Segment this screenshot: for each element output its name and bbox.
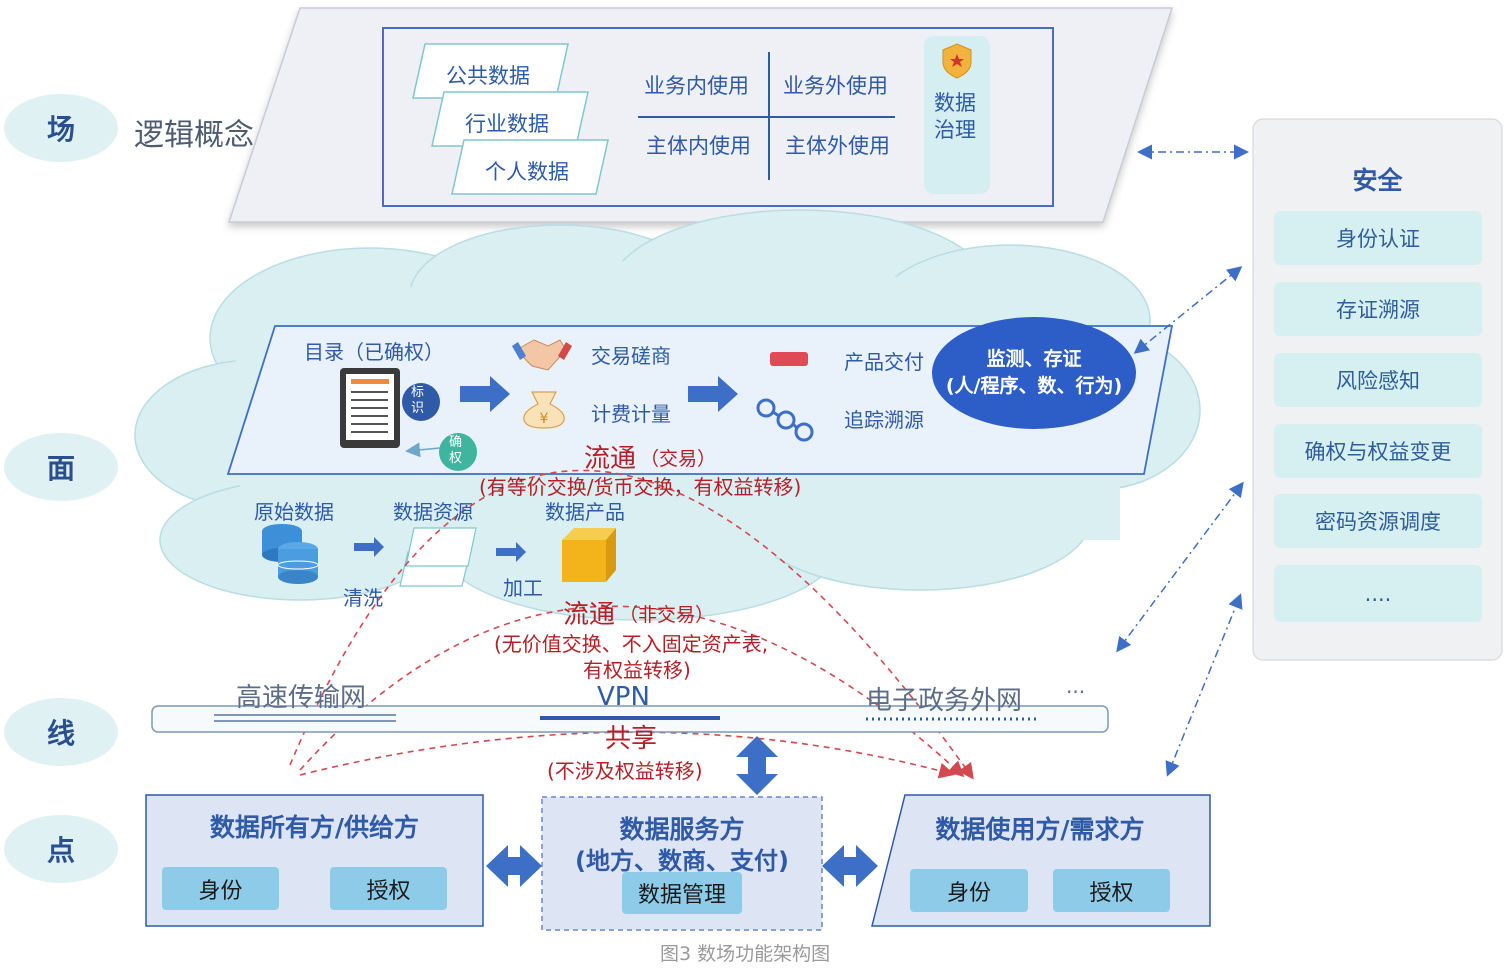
owner-auth-button[interactable]: 授权 <box>330 867 447 910</box>
raw-data-label: 原始数据 <box>254 500 334 524</box>
confirm-circle <box>439 433 477 471</box>
scene-inner-frame <box>382 27 1054 207</box>
data-resource-icon <box>399 527 477 587</box>
flow-nontrade-title: 流通 <box>563 600 616 630</box>
industry-data-label: 行业数据 <box>465 112 549 136</box>
owner-identity-button[interactable]: 身份 <box>162 867 279 910</box>
flow-nontrade-sub: （非交易） <box>619 604 715 626</box>
security-item-rights[interactable]: 确权与权益变更 <box>1274 424 1482 478</box>
security-item-risk[interactable]: 风险感知 <box>1274 353 1482 407</box>
layer-oval-chang: 场 <box>4 94 118 162</box>
delivery-label: 产品交付 <box>844 350 924 374</box>
service-title-line2: (地方、数商、支付) <box>575 847 789 875</box>
share-title: 共享 <box>605 724 658 754</box>
cleaning-label: 清洗 <box>343 586 383 610</box>
scene-panel <box>227 7 1174 223</box>
external-business-label: 业务外使用 <box>783 74 888 98</box>
flow-nontrade-desc1: (无价值交换、不入固定资产表, <box>494 632 769 656</box>
arrow-trade-to-delivery <box>688 376 738 412</box>
processing-label: 加工 <box>503 576 543 600</box>
security-item-crypto[interactable]: 密码资源调度 <box>1274 494 1482 548</box>
tag-circle <box>402 383 440 421</box>
svg-text:¥: ¥ <box>540 411 549 427</box>
internal-subject-label: 主体内使用 <box>646 134 751 158</box>
layer-label-dian: 点 <box>46 834 75 867</box>
service-data-mgmt-button[interactable]: 数据管理 <box>622 872 742 914</box>
tracing-chain-icon <box>756 398 814 442</box>
share-double-arrow <box>736 736 778 795</box>
arrow-catalog-to-trade <box>460 376 510 412</box>
owner-service-arrow <box>486 845 542 887</box>
internal-business-label: 业务内使用 <box>644 74 749 98</box>
user-identity-button[interactable]: 身份 <box>910 869 1028 912</box>
flow-trade-desc: (有等价交换/货币交换，有权益转移) <box>479 475 802 499</box>
layer-label-xian: 线 <box>46 717 75 750</box>
delivery-icon <box>770 352 808 366</box>
database-icon <box>262 524 319 584</box>
catalog-doc-icon <box>340 368 400 448</box>
owner-title: 数据所有方/供给方 <box>209 813 420 842</box>
governance-label: 数据 治理 <box>934 91 976 142</box>
layer-oval-xian: 线 <box>4 698 118 766</box>
service-user-arrow <box>822 845 878 887</box>
user-auth-button[interactable]: 授权 <box>1053 869 1170 912</box>
public-data-label: 公共数据 <box>446 64 530 88</box>
data-resource-label: 数据资源 <box>393 500 473 524</box>
user-title: 数据使用方/需求方 <box>935 815 1145 844</box>
security-item-evidence[interactable]: 存证溯源 <box>1274 282 1482 336</box>
flow-nontrade-desc2: 有权益转移) <box>583 658 691 682</box>
figure-caption: 图3 数场功能架构图 <box>660 943 831 965</box>
flow-trade-title: 流通 <box>584 444 637 474</box>
data-product-cube-icon <box>562 528 616 582</box>
handshake-icon <box>512 339 572 371</box>
flow-trade-sub: （交易） <box>640 448 717 470</box>
shield-icon <box>942 43 972 79</box>
monitor-line1: 监测、存证 <box>986 348 1082 370</box>
catalog-label: 目录（已确权） <box>304 340 444 364</box>
metering-label: 计费计量 <box>591 402 671 426</box>
logic-concept-label: 逻辑概念 <box>134 118 254 153</box>
share-desc: (不涉及权益转移) <box>547 759 703 783</box>
negotiation-label: 交易磋商 <box>591 344 671 368</box>
monitor-ellipse <box>932 317 1136 429</box>
more-networks-label: ··· <box>1066 680 1086 704</box>
egov-network-label: 电子政务外网 <box>866 686 1023 716</box>
layer-oval-mian: 面 <box>4 433 118 501</box>
external-subject-label: 主体外使用 <box>785 134 890 158</box>
governance-box <box>924 36 990 194</box>
tracing-label: 追踪溯源 <box>844 408 924 432</box>
data-product-label: 数据产品 <box>545 500 625 524</box>
confirm-label: 确 权 <box>449 435 463 466</box>
security-title: 安全 <box>1352 166 1403 195</box>
security-item-more[interactable]: .... <box>1274 565 1482 622</box>
tag-label: 标 识 <box>411 385 425 416</box>
money-bag-icon: ¥ <box>523 391 565 429</box>
layer-label-chang: 场 <box>46 113 75 146</box>
security-item-identity[interactable]: 身份认证 <box>1274 211 1482 265</box>
vpn-label: VPN <box>597 682 650 712</box>
personal-data-label: 个人数据 <box>485 160 569 184</box>
highspeed-network-label: 高速传输网 <box>236 683 367 713</box>
layer-oval-dian: 点 <box>4 815 118 883</box>
personal-data-card <box>451 139 609 195</box>
monitor-line2: (人/程序、数、行为) <box>945 375 1123 397</box>
service-title-line1: 数据服务方 <box>619 815 745 844</box>
layer-label-mian: 面 <box>46 452 75 485</box>
